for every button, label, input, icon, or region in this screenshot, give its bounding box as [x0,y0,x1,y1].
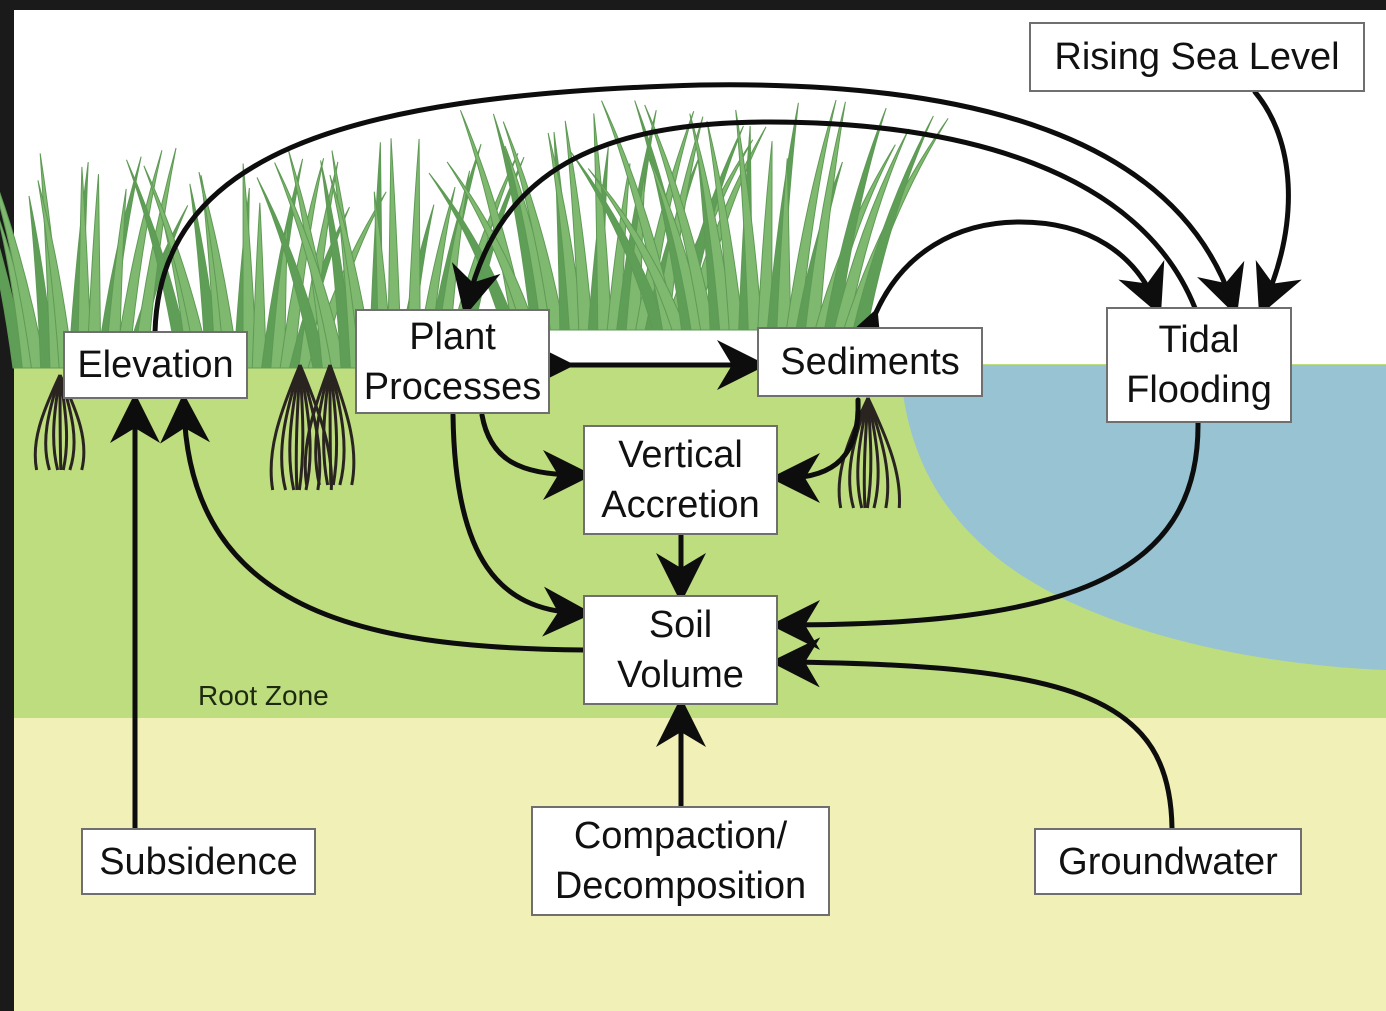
grass-blade [132,147,177,369]
node-tidal-flooding: Tidal Flooding [1106,307,1292,423]
root-strand [866,397,890,509]
tidal-water [900,365,1386,670]
marsh-grass [0,99,949,369]
grass-blade [502,121,565,331]
root-strand [58,374,63,471]
arrow-plant-processes-to-vertical-accretion [479,412,593,500]
grass-blade [776,158,792,331]
root-strand [297,364,305,491]
grass-blade [86,174,102,369]
root-strand [58,374,69,471]
grass-blade [785,99,837,331]
grass-blade [198,171,239,369]
arrow-tidal-flooding-to-plant-processes [451,119,1198,317]
grass-blade [569,150,668,331]
root-strand [269,364,302,491]
grass-blade [706,120,744,331]
grass-blade [644,104,716,331]
root-strand [328,364,356,486]
root-strand [328,364,333,486]
root-strand [866,397,902,509]
grass-blade [274,162,347,369]
grass-blade [587,168,687,331]
arrow-sediments-to-vertical-accretion [770,397,861,503]
node-sediments: Sediments [757,327,983,397]
grass-blade [251,202,267,369]
root-strand [848,397,870,509]
root-strand [314,364,332,486]
arrow-groundwater-to-soil-volume [770,637,1175,831]
root-strand [294,364,302,491]
arrow-plant-processes-to-soil-volume [450,412,593,637]
root-strand [328,364,346,486]
grass-blade [0,191,47,369]
grass-blade [113,150,163,369]
root-strand [44,374,62,471]
grass-blade [270,218,289,369]
feedback-arrows [110,82,1302,831]
root-strand [288,364,302,491]
node-soil-volume: Soil Volume [583,595,778,705]
grass-blade [126,159,193,369]
grass-blade [804,101,846,331]
grass-blade [757,141,773,331]
node-groundwater: Groundwater [1034,828,1302,895]
arrow-sediments-tidal-flooding-bidirectional [836,219,1165,364]
grass-blade [279,158,325,369]
node-compaction-decomposition: Compaction/ Decomposition [531,806,830,916]
root-strand [322,364,332,486]
node-rising-sea-level: Rising Sea Level [1029,22,1365,92]
root-strand [280,364,302,491]
arrow-soil-volume-to-elevation [160,393,588,653]
arrow-elevation-to-tidal-flooding [152,82,1245,335]
grass-blade [735,109,763,331]
grass-blade [143,165,212,369]
node-subsidence: Subsidence [81,828,316,895]
grass-blade [37,180,74,369]
root-strand [328,364,339,486]
root-strand [862,397,870,509]
arrow-rising-sea-level-to-tidal-flooding [1252,89,1302,316]
root-strand [303,364,332,486]
root-zone-label: Root Zone [198,680,329,711]
node-vertical-accretion: Vertical Accretion [583,425,778,535]
node-elevation: Elevation [63,331,248,399]
node-plant-processes: Plant Processes [355,309,550,414]
grass-blade [446,161,537,331]
grass-blade [564,120,594,331]
root-strand [33,374,62,471]
arrow-tidal-flooding-to-soil-volume [770,419,1201,650]
root-strand [52,374,62,471]
grass-blade [593,113,613,331]
root-strand [866,397,880,509]
grass-blade [256,177,328,369]
grass-blade [104,188,127,369]
root-strand [856,397,870,509]
root-strand [865,397,873,509]
